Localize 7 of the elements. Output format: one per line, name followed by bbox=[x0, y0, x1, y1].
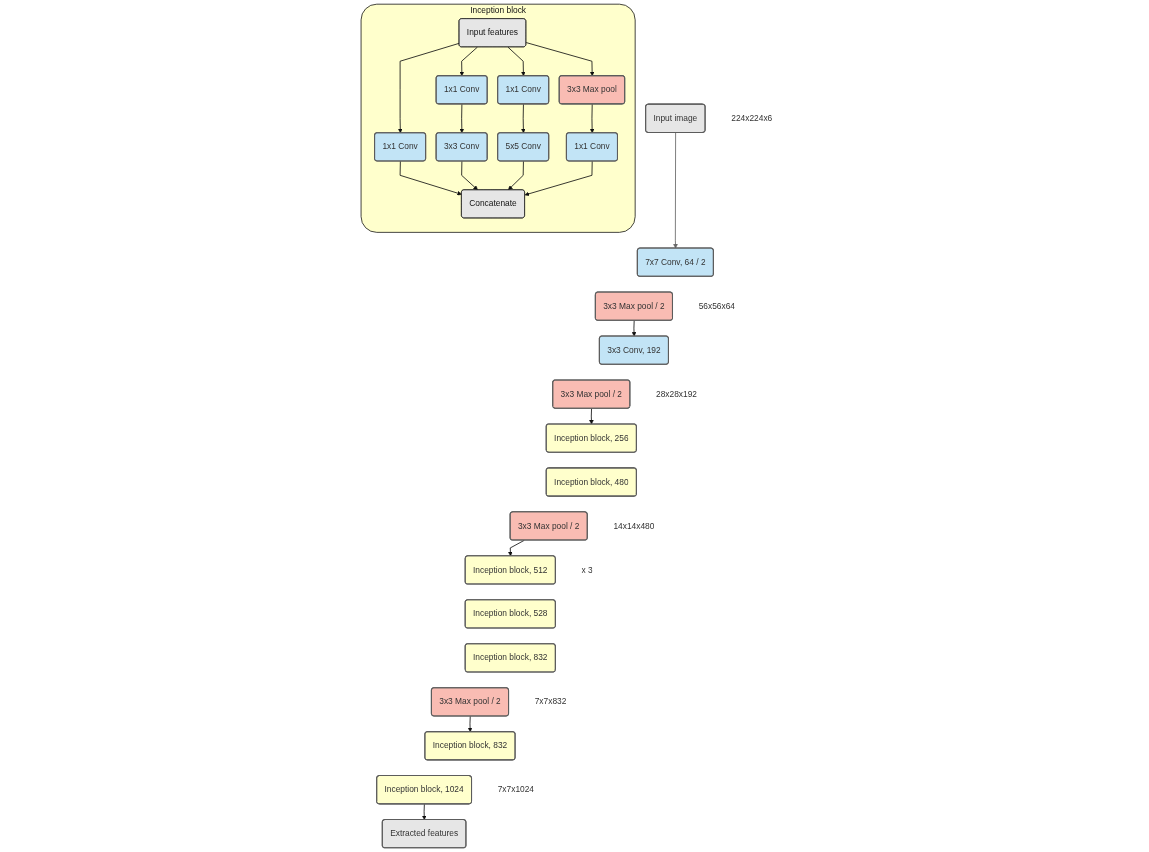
node-label: 224x224x6 bbox=[731, 113, 773, 123]
node-label: x 3 bbox=[581, 565, 593, 575]
node-label: 14x14x480 bbox=[613, 521, 655, 531]
node-label: 7x7x1024 bbox=[497, 785, 535, 794]
node-label: 28x28x192 bbox=[656, 389, 698, 399]
node-label: 56x56x64 bbox=[698, 301, 735, 311]
node-label: 7x7x832 bbox=[534, 697, 567, 706]
